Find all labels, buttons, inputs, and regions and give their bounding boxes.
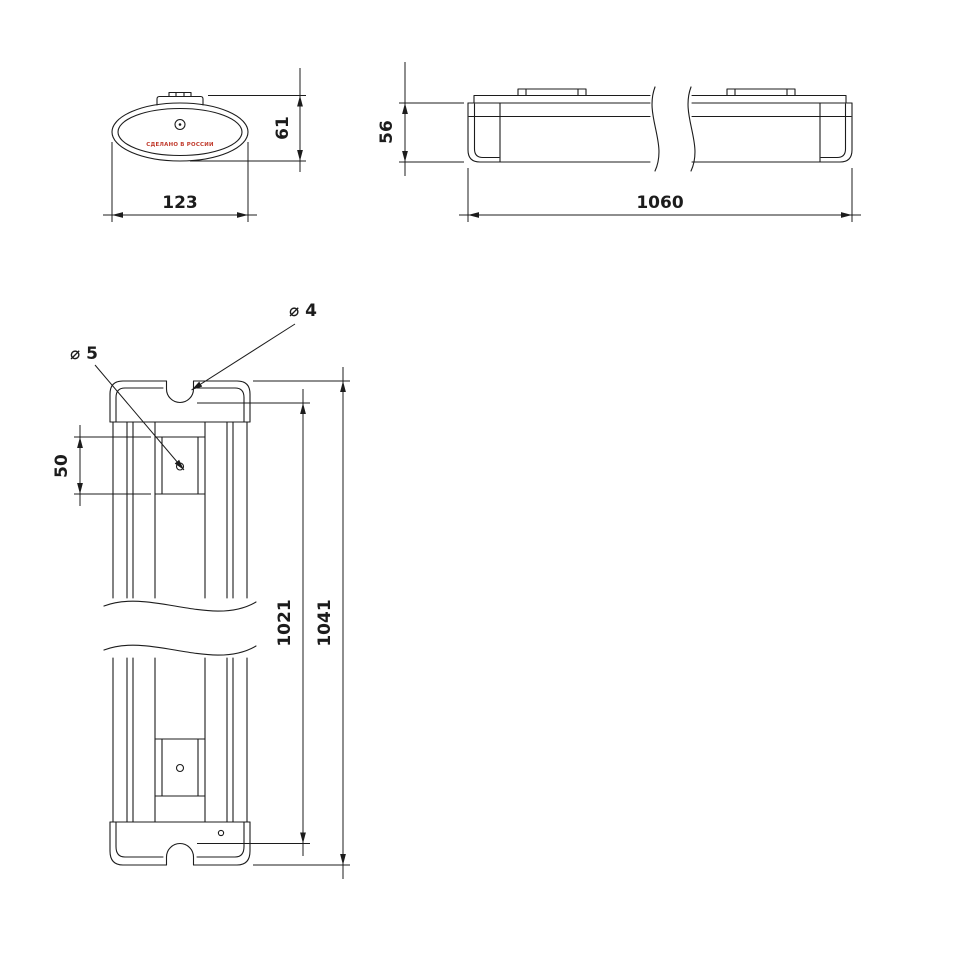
body-outline bbox=[467, 102, 853, 163]
dimension-label-mounting-length: 1021 bbox=[275, 599, 295, 646]
dimension-end-width: 123 bbox=[103, 142, 257, 222]
dimension-label-length: 1060 bbox=[636, 193, 683, 213]
endcap-seams bbox=[499, 102, 821, 163]
top-cap-mounting-notch bbox=[165, 380, 195, 404]
slot-hole bbox=[175, 462, 185, 471]
dimension-label-overall-length: 1041 bbox=[315, 599, 335, 646]
body-rail-lines bbox=[126, 421, 234, 823]
leader-line bbox=[191, 323, 296, 391]
bottom-cap-screw-hole bbox=[217, 829, 225, 837]
dimension-mounting-length: 1021 bbox=[197, 389, 310, 856]
dimension-label-height: 61 bbox=[273, 116, 293, 140]
dimension-side-length: 1060 bbox=[459, 168, 861, 222]
extension-line bbox=[197, 402, 310, 844]
dimension-side-height: 56 bbox=[377, 62, 464, 176]
extension-line bbox=[74, 436, 151, 495]
dimension-overall-length: 1041 bbox=[253, 367, 350, 879]
extension-line bbox=[253, 380, 350, 866]
callout-slot-hole-diameter: ⌀ 5 bbox=[70, 344, 185, 471]
dimension-slot-length: 50 bbox=[52, 425, 151, 506]
break-line bbox=[651, 86, 660, 172]
lower-mounting-slot bbox=[154, 738, 206, 797]
housing-outer-contour bbox=[111, 102, 249, 162]
top-cap-outline bbox=[192, 380, 251, 423]
top-cap-inner-contour bbox=[115, 387, 245, 423]
top-cap-outline bbox=[109, 380, 168, 423]
center-channel-edges bbox=[154, 421, 206, 823]
leader-line bbox=[94, 364, 185, 471]
slot-hole bbox=[175, 763, 185, 773]
bottom-cap-mounting-notch bbox=[165, 842, 195, 866]
break-line bbox=[103, 600, 257, 612]
dimension-label-width: 123 bbox=[162, 193, 198, 213]
mounting-tab-left bbox=[517, 88, 587, 97]
endcap-inner-contours bbox=[473, 103, 847, 159]
housing-inner-contour bbox=[117, 107, 243, 157]
plan-view: ⌀ 5 ⌀ 4 50 1021 1041 bbox=[52, 301, 350, 879]
slot-plate bbox=[154, 436, 206, 495]
body-outer-edges bbox=[112, 421, 248, 823]
end-screw-center bbox=[178, 123, 182, 126]
mounting-bracket bbox=[156, 95, 204, 106]
dimension-label-slot-length: 50 bbox=[52, 454, 72, 478]
mounting-tab-right bbox=[726, 88, 796, 97]
dimension-label-height: 56 bbox=[377, 120, 397, 144]
break-line bbox=[687, 86, 696, 172]
mounting-plate bbox=[473, 94, 847, 104]
dimension-end-height: 61 bbox=[190, 68, 306, 172]
extension-line bbox=[399, 102, 464, 163]
bracket-clip bbox=[168, 91, 192, 98]
diameter-label: ⌀ 5 bbox=[70, 344, 98, 364]
callout-cap-notch-diameter: ⌀ 4 bbox=[191, 301, 317, 391]
end-view: СДЕЛАНО В РОССИИ 61 123 bbox=[103, 68, 306, 222]
bottom-cap-outline bbox=[109, 821, 168, 866]
extension-line bbox=[111, 142, 249, 222]
side-view: 56 1060 bbox=[377, 62, 861, 222]
end-screw-hole bbox=[174, 118, 186, 131]
bracket-clip-ticks bbox=[175, 91, 185, 98]
bottom-cap-outline bbox=[192, 821, 251, 866]
made-in-russia-label: СДЕЛАНО В РОССИИ bbox=[146, 142, 214, 148]
break-line bbox=[103, 644, 257, 656]
diameter-label: ⌀ 4 bbox=[289, 301, 317, 321]
slot-plate bbox=[154, 738, 206, 797]
bottom-cap-inner-contour bbox=[115, 821, 245, 858]
